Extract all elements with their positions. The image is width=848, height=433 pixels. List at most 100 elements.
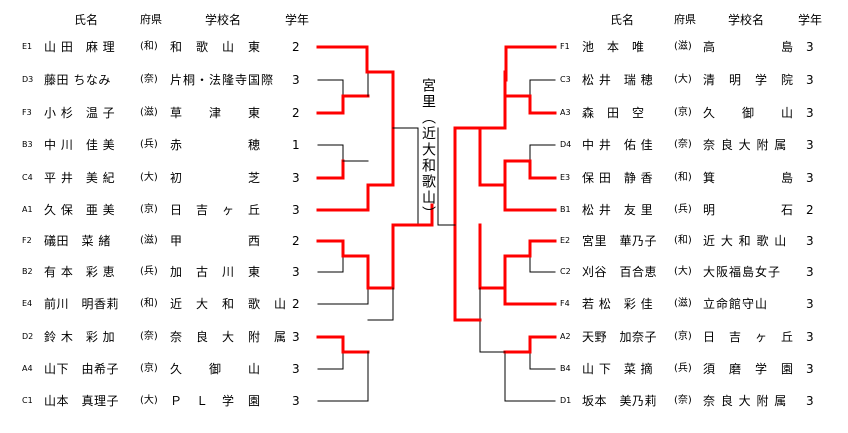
- entry-school: 近 大 和 歌 山: [703, 234, 788, 248]
- entry-name: 久 保 亜 美: [44, 203, 116, 217]
- entry-school: 赤 穂: [170, 138, 262, 152]
- entry-seed: A4: [22, 364, 33, 373]
- entry-pref: (奈): [140, 74, 158, 85]
- entry-name: 池 本 唯: [582, 40, 645, 54]
- entry-school: 久 御 山: [703, 106, 795, 120]
- entry-seed: D4: [560, 140, 572, 149]
- entry-seed: C1: [22, 396, 33, 405]
- entry-name: 宮里 華乃子: [582, 234, 658, 248]
- entry-pref: (京): [674, 331, 692, 342]
- entry-pref: (京): [140, 363, 158, 374]
- entry-grade: 3: [292, 362, 300, 376]
- entry-pref: (奈): [674, 395, 692, 406]
- entry-school: 高 島: [703, 40, 795, 54]
- entry-grade: 3: [806, 297, 814, 311]
- left-header-name: 氏名: [74, 13, 99, 27]
- entry-school: 奈 良 大 附 属: [703, 394, 788, 408]
- entry-pref: (京): [140, 204, 158, 215]
- entry-grade: 3: [806, 234, 814, 248]
- entry-seed: D3: [22, 75, 34, 84]
- entry-name: 中 川 佳 美: [44, 138, 116, 152]
- entry-school: 片桐・法隆寺国際: [170, 73, 275, 87]
- right-header-grade: 学年: [798, 13, 823, 27]
- entry-school: 初 芝: [170, 171, 262, 185]
- entry-grade: 3: [292, 171, 300, 185]
- entry-school: 近 大 和 歌 山: [170, 297, 288, 311]
- entry-name: 若 松 彩 佳: [582, 297, 654, 311]
- entry-name: 松 井 瑞 穂: [582, 73, 654, 87]
- champion-label: 宮里（近大和歌山）: [420, 78, 436, 222]
- entry-grade: 2: [292, 40, 300, 54]
- entry-grade: 3: [806, 362, 814, 376]
- entry-name: 松 井 友 里: [582, 203, 654, 217]
- entry-pref: (大): [674, 266, 692, 277]
- entry-grade: 2: [292, 234, 300, 248]
- right-header-pref: 府県: [674, 13, 696, 26]
- entry-name: 山 田 麻 理: [44, 40, 116, 54]
- entry-name: 山 下 菜 摘: [582, 362, 654, 376]
- entry-grade: 3: [806, 171, 814, 185]
- left-header-school: 学校名: [205, 13, 242, 27]
- entry-grade: 2: [292, 106, 300, 120]
- entry-seed: A1: [22, 205, 33, 214]
- right-header-name: 氏名: [610, 13, 635, 27]
- entry-name: 有 本 彩 恵: [44, 265, 116, 279]
- entry-pref: (兵): [674, 363, 692, 374]
- entry-pref: (和): [140, 298, 158, 309]
- entry-pref: (奈): [140, 331, 158, 342]
- entry-seed: C4: [22, 173, 33, 182]
- entry-grade: 3: [806, 73, 814, 87]
- entry-seed: F3: [22, 108, 32, 117]
- entry-grade: 3: [292, 265, 300, 279]
- entry-pref: (滋): [140, 235, 158, 246]
- entry-pref: (和): [674, 235, 692, 246]
- entry-grade: 2: [292, 297, 300, 311]
- entry-name: 中 井 佑 佳: [582, 138, 654, 152]
- entry-pref: (滋): [140, 107, 158, 118]
- entry-seed: A3: [560, 108, 571, 117]
- right-header-school: 学校名: [728, 13, 765, 27]
- entry-seed: C3: [560, 75, 571, 84]
- entry-pref: (和): [674, 172, 692, 183]
- entry-school: 明 石: [703, 203, 795, 217]
- entry-grade: 3: [806, 40, 814, 54]
- entry-seed: E3: [560, 173, 571, 182]
- entry-pref: (滋): [674, 41, 692, 52]
- entry-grade: 3: [292, 73, 300, 87]
- entry-grade: 3: [806, 330, 814, 344]
- entry-name: 平 井 美 紀: [44, 171, 116, 185]
- entry-school: 奈 良 大 附 属: [703, 138, 788, 152]
- entry-seed: B3: [22, 140, 33, 149]
- entry-grade: 2: [806, 203, 814, 217]
- entry-school: 甲 西: [170, 234, 262, 248]
- entry-school: 加 古 川 東: [170, 265, 262, 279]
- entry-seed: E2: [560, 236, 571, 245]
- entry-seed: E1: [22, 42, 33, 51]
- entry-grade: 1: [292, 138, 300, 152]
- entry-grade: 3: [292, 203, 300, 217]
- entry-seed: F2: [22, 236, 32, 245]
- entry-name: 小 杉 温 子: [44, 106, 116, 120]
- entry-school: 日 吉 ヶ 丘: [170, 203, 262, 217]
- entry-pref: (和): [140, 41, 158, 52]
- entry-pref: (京): [674, 107, 692, 118]
- entry-name: 保 田 静 香: [582, 171, 654, 185]
- entry-seed: B2: [22, 267, 33, 276]
- entry-name: 山本 真理子: [44, 394, 120, 408]
- entry-pref: (兵): [140, 139, 158, 150]
- entry-seed: D1: [560, 396, 572, 405]
- entry-name: 坂本 美乃莉: [582, 394, 658, 408]
- entry-name: 礒田 菜 緒: [44, 234, 111, 248]
- entry-pref: (大): [674, 74, 692, 85]
- entry-school: 立命館守山: [703, 297, 769, 311]
- entry-name: 森 田 空: [582, 106, 645, 120]
- entry-school: Ｐ Ｌ 学 園: [170, 394, 262, 408]
- entry-pref: (奈): [674, 139, 692, 150]
- entry-school: 清 明 学 院: [703, 73, 795, 87]
- entry-seed: B4: [560, 364, 571, 373]
- entry-grade: 3: [806, 394, 814, 408]
- entry-seed: D2: [22, 332, 34, 341]
- entry-school: 箕 島: [703, 171, 795, 185]
- entry-grade: 3: [292, 394, 300, 408]
- entry-grade: 3: [806, 106, 814, 120]
